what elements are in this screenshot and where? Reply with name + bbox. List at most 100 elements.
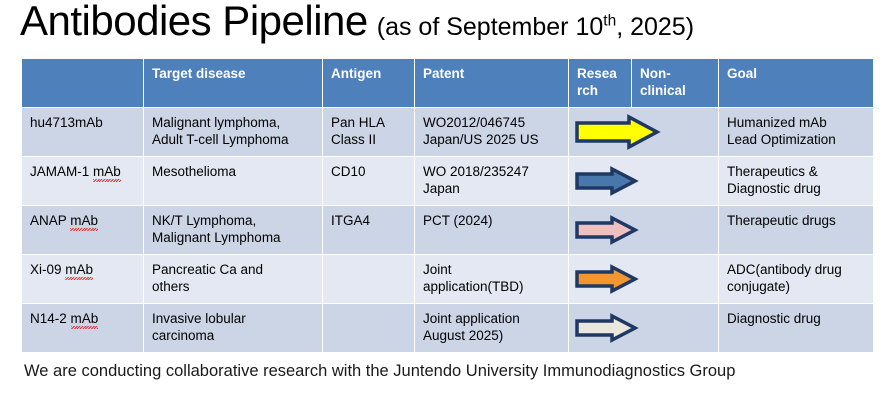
patent-line1: PCT (2024): [423, 213, 493, 228]
cell-goal: Humanized mAb Lead Optimization: [718, 107, 874, 157]
patent-line1: Joint application: [423, 311, 520, 326]
column-header-goal: Goal: [718, 58, 874, 108]
cell-antibody-name: N14-2 mAb: [21, 303, 144, 353]
cell-patent: Joint application(TBD): [414, 254, 569, 304]
column-header-name: [21, 58, 144, 108]
patent-line2: Japan/US 2025 US: [423, 132, 539, 148]
patent-line2: application(TBD): [423, 279, 524, 295]
cell-patent: WO 2018/235247 Japan: [414, 156, 569, 206]
subtitle-ordinal: th: [603, 12, 617, 30]
antigen-line1: CD10: [331, 164, 366, 179]
patent-line2: August 2025): [423, 328, 504, 344]
cell-target-disease: NK/T Lymphoma, Malignant Lymphoma: [143, 205, 323, 255]
progress-arrow-icon: [574, 215, 639, 245]
cell-goal: Diagnostic drug: [718, 303, 874, 353]
table-body: hu4713mAb Malignant lymphoma, Adult T-ce…: [21, 107, 874, 353]
target-disease-line1: Mesothelioma: [152, 164, 237, 179]
cell-patent: Joint application August 2025): [414, 303, 569, 353]
cell-antigen: ITGA4: [322, 205, 415, 255]
progress-arrow-icon: [574, 313, 639, 343]
table-header: Target disease Antigen Patent Resea rch …: [21, 58, 874, 108]
target-disease-line1: NK/T Lymphoma,: [152, 213, 257, 228]
column-header-nonclinical: Non- clinical: [631, 58, 719, 108]
goal-line1: Diagnostic drug: [727, 311, 821, 326]
cell-target-disease: Malignant lymphoma, Adult T-cell Lymphom…: [143, 107, 323, 157]
table-row: ANAP mAb NK/T Lymphoma, Malignant Lympho…: [21, 205, 874, 255]
cell-patent: PCT (2024): [414, 205, 569, 255]
antibody-name-misspelled: mAb: [70, 213, 99, 232]
target-disease-line2: others: [152, 279, 190, 295]
target-disease-line2: Malignant Lymphoma: [152, 230, 281, 246]
antibody-name-text: N14-2: [30, 311, 71, 326]
antibody-name-misspelled: mAb: [70, 311, 99, 330]
cell-stage-arrow: [568, 254, 719, 304]
collaboration-note: We are conducting collaborative research…: [24, 362, 736, 380]
cell-stage-arrow: [568, 303, 719, 353]
antigen-line1: ITGA4: [331, 213, 371, 228]
page-title-main: Antibodies Pipeline: [20, 0, 368, 44]
table-header-row: Target disease Antigen Patent Resea rch …: [21, 58, 874, 108]
antigen-line1: Pan HLA: [331, 115, 386, 130]
page-title-subtitle: (as of September 10th, 2025): [376, 12, 695, 41]
antibody-name-misspelled: mAb: [93, 164, 121, 183]
cell-antibody-name: Xi-09 mAb: [21, 254, 144, 304]
cell-stage-arrow: [568, 205, 719, 255]
progress-arrow-icon: [574, 264, 639, 294]
cell-antibody-name: ANAP mAb: [21, 205, 144, 255]
antigen-line2: Class II: [331, 132, 377, 148]
target-disease-line1: Malignant lymphoma,: [152, 115, 281, 130]
goal-line1: Humanized mAb: [727, 115, 827, 130]
cell-goal: Therapeutics & Diagnostic drug: [718, 156, 874, 206]
cell-patent: WO2012/046745 Japan/US 2025 US: [414, 107, 569, 157]
page-title: Antibodies Pipeline (as of September 10t…: [20, 0, 880, 54]
table-row: Xi-09 mAb Pancreatic Ca and others Joint…: [21, 254, 874, 304]
cell-antibody-name: hu4713mAb: [21, 107, 144, 157]
subtitle-suffix: , 2025): [616, 13, 695, 41]
cell-target-disease: Mesothelioma: [143, 156, 323, 206]
cell-antigen: CD10: [322, 156, 415, 206]
progress-arrow-icon: [574, 114, 661, 150]
antibody-name-misspelled: mAb: [65, 262, 94, 281]
table-row: hu4713mAb Malignant lymphoma, Adult T-ce…: [21, 107, 874, 157]
cell-goal: Therapeutic drugs: [718, 205, 874, 255]
target-disease-line1: Pancreatic Ca and: [152, 262, 264, 277]
patent-line1: Joint: [423, 262, 452, 277]
antibody-name-text: JAMAM-1: [30, 164, 94, 179]
table-row: JAMAM-1 mAb Mesothelioma CD10 WO 2018/23…: [21, 156, 874, 206]
cell-stage-arrow: [568, 156, 719, 206]
goal-line2: conjugate): [727, 279, 791, 295]
antibody-name-text: ANAP: [30, 213, 71, 228]
goal-line2: Diagnostic drug: [727, 181, 821, 197]
column-header-research: Resea rch: [568, 58, 632, 108]
cell-antibody-name: JAMAM-1 mAb: [21, 156, 144, 206]
cell-target-disease: Invasive lobular carcinoma: [143, 303, 323, 353]
target-disease-line1: Invasive lobular: [152, 311, 246, 326]
target-disease-line2: carcinoma: [152, 328, 215, 344]
patent-line1: WO2012/046745: [423, 115, 526, 130]
cell-target-disease: Pancreatic Ca and others: [143, 254, 323, 304]
antibody-name-text: Xi-09: [30, 262, 66, 277]
goal-line1: Therapeutics &: [727, 164, 818, 179]
column-header-nonclinical-line2: clinical: [640, 83, 686, 99]
target-disease-line2: Adult T-cell Lymphoma: [152, 132, 289, 148]
progress-arrow-icon: [574, 166, 639, 196]
column-header-nonclinical-line1: Non-: [640, 66, 671, 81]
cell-antigen: Pan HLA Class II: [322, 107, 415, 157]
column-header-patent: Patent: [414, 58, 569, 108]
column-header-target-disease: Target disease: [143, 58, 323, 108]
goal-line1: ADC(antibody drug: [727, 262, 842, 277]
patent-line1: WO 2018/235247: [423, 164, 529, 179]
column-header-antigen: Antigen: [322, 58, 415, 108]
antibody-name-text: hu4713mAb: [30, 115, 103, 130]
column-header-research-line2: rch: [577, 83, 599, 99]
table-row: N14-2 mAb Invasive lobular carcinoma Joi…: [21, 303, 874, 353]
subtitle-prefix: (as of September 10: [376, 13, 604, 41]
cell-goal: ADC(antibody drug conjugate): [718, 254, 874, 304]
cell-antigen: [322, 254, 415, 304]
goal-line1: Therapeutic drugs: [727, 213, 836, 228]
cell-stage-arrow: [568, 107, 719, 157]
antibodies-pipeline-table: Target disease Antigen Patent Resea rch …: [21, 58, 874, 353]
goal-line2: Lead Optimization: [727, 132, 836, 148]
patent-line2: Japan: [423, 181, 460, 197]
cell-antigen: [322, 303, 415, 353]
